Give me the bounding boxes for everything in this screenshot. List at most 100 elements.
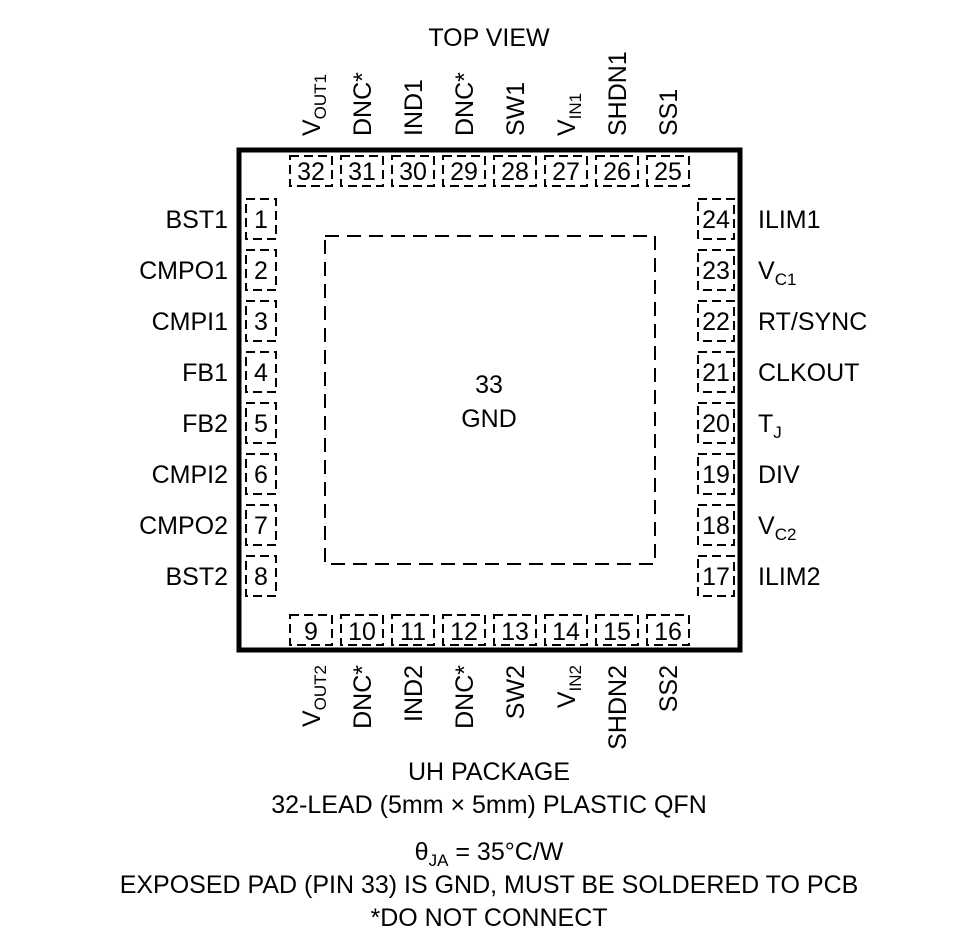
package-name: UH PACKAGE (408, 758, 570, 786)
pin-6-number: 6 (254, 461, 268, 489)
pin-4-label: FB1 (182, 359, 228, 387)
pin-27-number: 27 (552, 158, 580, 186)
pin-14-number: 14 (552, 618, 580, 646)
theta-subscript: JA (429, 851, 450, 870)
pin-2-label-text: CMPO1 (139, 257, 228, 285)
pin-1-label-text: BST1 (165, 206, 228, 234)
pin-19-pad (697, 453, 735, 495)
theta-symbol: θ (415, 838, 429, 866)
thermal-resistance: θJA = 35°C/W (415, 838, 564, 870)
pin-3-label-text: CMPI1 (152, 308, 228, 336)
pin-26-number: 26 (603, 158, 631, 186)
pin-23-label: VC1 (758, 257, 796, 289)
pin-22-number: 22 (702, 308, 730, 336)
pin-22-label-text: RT/SYNC (758, 308, 867, 336)
pin-20-label-subscript: J (773, 423, 782, 442)
pin-8-pad (245, 555, 277, 597)
pin-25-label-text: SS1 (655, 89, 683, 136)
pin-31-number: 31 (348, 158, 376, 186)
pin-20-pad (697, 402, 735, 444)
pin-9-label-text: V (298, 710, 326, 727)
pin-18-pad (697, 504, 735, 546)
pin-10-number: 10 (348, 618, 376, 646)
pin-16-number: 16 (654, 618, 682, 646)
pin-12-pad (442, 614, 486, 646)
pin-30-label: IND1 (400, 79, 428, 136)
pin-26-pad (595, 155, 639, 187)
pin-6-label-text: CMPI2 (152, 461, 228, 489)
pin-28-label-text: SW1 (502, 82, 530, 136)
pin-31-pad (340, 155, 384, 187)
dnc-note: *DO NOT CONNECT (370, 904, 607, 932)
pin-2-label: CMPO1 (139, 257, 228, 285)
pin-31-label-text: DNC* (349, 72, 377, 136)
pin-15-label-text: SHDN2 (604, 665, 632, 750)
pin-25-label: SS1 (655, 89, 683, 136)
pin-8-number: 8 (254, 563, 268, 591)
pin-12-number: 12 (450, 618, 478, 646)
exposed-pad (324, 235, 656, 565)
pin-14-label: VIN2 (553, 665, 585, 708)
pin-18-label-text: V (758, 512, 775, 540)
pin-10-pad (340, 614, 384, 646)
pin-10-label: DNC* (349, 665, 377, 729)
theta-value: = 35°C/W (448, 838, 563, 866)
pin-17-number: 17 (702, 563, 730, 591)
pin-7-label: CMPO2 (139, 512, 228, 540)
pin-7-number: 7 (254, 512, 268, 540)
pin-9-label-subscript: OUT2 (311, 665, 330, 710)
pin-30-label-text: IND1 (400, 79, 428, 136)
pin-4-number: 4 (254, 359, 268, 387)
pin-15-label: SHDN2 (604, 665, 632, 750)
pin-20-label: TJ (758, 410, 782, 442)
pin-17-pad (697, 555, 735, 597)
pin-24-number: 24 (702, 206, 730, 234)
pin-5-number: 5 (254, 410, 268, 438)
pin-28-number: 28 (501, 158, 529, 186)
package-description: 32-LEAD (5mm × 5mm) PLASTIC QFN (271, 791, 707, 819)
pin-7-label-text: CMPO2 (139, 512, 228, 540)
pin-26-label-text: SHDN1 (604, 51, 632, 136)
pin-21-label-text: CLKOUT (758, 359, 859, 387)
pin-18-label: VC2 (758, 512, 796, 544)
pin-24-label-text: ILIM1 (758, 206, 821, 234)
package-body (236, 147, 743, 653)
pin-32-label-subscript: OUT1 (311, 74, 330, 119)
pin-11-pad (391, 614, 435, 646)
pin-32-pad (289, 155, 333, 187)
pin-15-number: 15 (603, 618, 631, 646)
pin-29-pad (442, 155, 486, 187)
pin-28-label: SW1 (502, 82, 530, 136)
pin-14-label-subscript: IN2 (566, 665, 585, 691)
pin-27-pad (544, 155, 588, 187)
pin-4-pad (245, 351, 277, 393)
pin-5-pad (245, 402, 277, 444)
pin-2-pad (245, 249, 277, 291)
pin-13-pad (493, 614, 537, 646)
pin-12-label: DNC* (451, 665, 479, 729)
pin-31-label: DNC* (349, 72, 377, 136)
pin-32-label-text: V (298, 119, 326, 136)
pin-30-pad (391, 155, 435, 187)
pin-18-number: 18 (702, 512, 730, 540)
pin-5-label: FB2 (182, 410, 228, 438)
pin-1-number: 1 (254, 206, 268, 234)
pin-13-number: 13 (501, 618, 529, 646)
pin-27-label-subscript: IN1 (566, 93, 585, 119)
pin-9-label: VOUT2 (298, 665, 330, 727)
pin-3-label: CMPI1 (152, 308, 228, 336)
pin-1-pad (245, 198, 277, 240)
pin-6-label: CMPI2 (152, 461, 228, 489)
pin-14-label-text: V (553, 691, 581, 708)
pin-20-label-text: T (758, 410, 773, 438)
pin-5-label-text: FB2 (182, 410, 228, 438)
pin-29-number: 29 (450, 158, 478, 186)
pin-16-pad (646, 614, 690, 646)
pin-11-number: 11 (400, 618, 426, 646)
pin-8-label: BST2 (165, 563, 228, 591)
pin-8-label-text: BST2 (165, 563, 228, 591)
pin-21-label: CLKOUT (758, 359, 859, 387)
pin-22-pad (697, 300, 735, 342)
pin-6-pad (245, 453, 277, 495)
pin-3-number: 3 (254, 308, 268, 336)
